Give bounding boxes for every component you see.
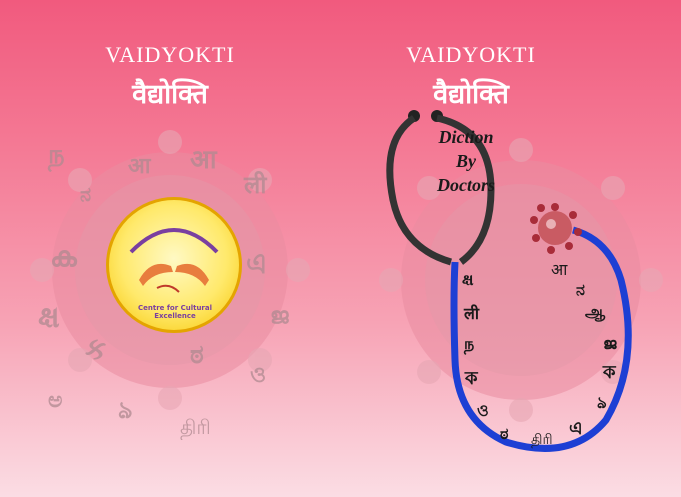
glyph: ও [477, 401, 489, 420]
right-title-hindi: वैद्योक्ति [433, 79, 509, 110]
glyph: திரி [531, 432, 553, 448]
glyph: ந [464, 334, 475, 353]
glyph: ও [250, 363, 267, 388]
glyph: ನ [80, 182, 92, 206]
glyph: ಅ [48, 388, 63, 413]
glyph: ನ [576, 280, 585, 299]
glyph: आ [128, 154, 151, 179]
glyph: ঌ [118, 396, 133, 424]
glyph: திரி [180, 415, 211, 439]
glyph: ক [603, 362, 616, 383]
glyph: आ [551, 260, 568, 279]
glyph: ক [465, 368, 478, 389]
stethoscope-caption: Diction By Doctors [411, 125, 521, 197]
caption-line: Diction [438, 127, 494, 147]
sanskruti-logo: Centre for Cultural Excellence [106, 197, 242, 333]
glyph: ક્ષ [462, 270, 474, 289]
right-panel: VAIDYOKTI वैद्योक्ति Diction By Doctors [341, 0, 681, 497]
left-title-hindi: वैद्योक्ति [132, 79, 208, 110]
glyph: आ [190, 145, 217, 175]
glyph: এ [569, 418, 583, 439]
glyph: ली [244, 171, 267, 199]
glyph: ജ [603, 334, 617, 353]
glyph: ಠ [190, 340, 204, 370]
left-panel: VAIDYOKTI वैद्योक्ति ந आ आ ली ನ ക এ ક્ષ … [0, 0, 340, 497]
glyph: ঌ [597, 393, 607, 412]
glyph: ક્ષ [38, 300, 60, 335]
right-title-english: VAIDYOKTI [406, 42, 536, 67]
caption-line: Doctors [437, 175, 495, 195]
glyph: ली [464, 304, 479, 323]
glyph: ക [50, 240, 77, 273]
caption-line: By [456, 151, 476, 171]
glyph: এ [246, 247, 268, 280]
logo-caption: Centre for Cultural Excellence [137, 304, 213, 320]
glyph: ந [48, 140, 65, 170]
glyph: ജ [270, 304, 289, 329]
glyph: ஆ [585, 302, 606, 321]
left-title-english: VAIDYOKTI [105, 42, 235, 67]
stethoscope-icon [386, 110, 632, 452]
glyph: ಠ [500, 424, 509, 443]
glyph: ક [85, 332, 107, 367]
